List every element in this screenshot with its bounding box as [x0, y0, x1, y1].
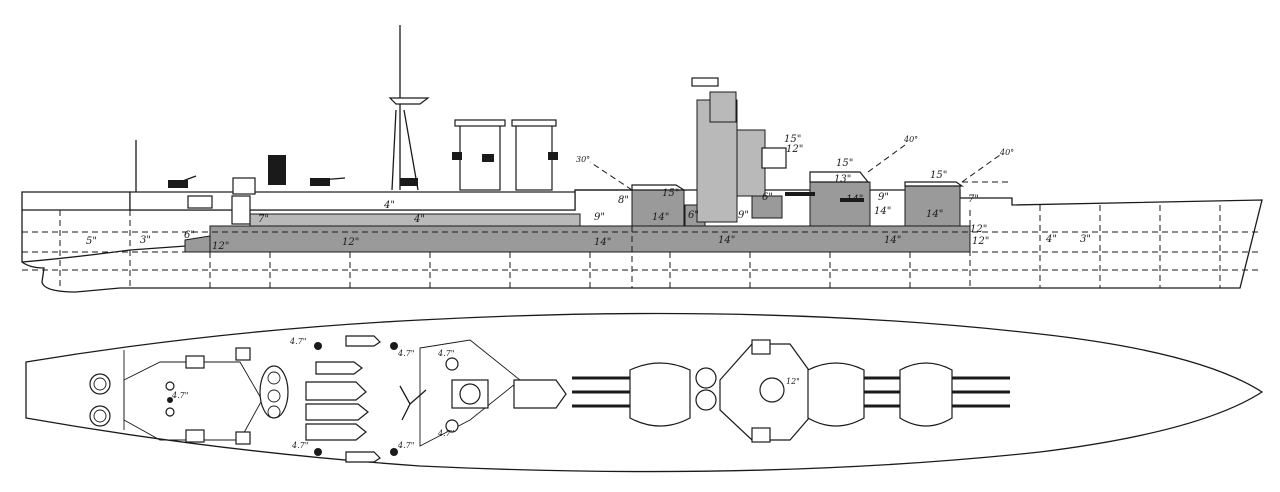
label-belt-aft-b: 3" — [1080, 234, 1091, 245]
label-tower-15: 15" — [784, 134, 801, 145]
label-fwd-9: 9" — [594, 212, 605, 223]
label-upper-7: 7" — [258, 214, 269, 225]
label-deck-upper: 4" — [383, 200, 395, 211]
label-belt-fwd-low: 5" — [86, 236, 97, 247]
label-barbette-b: 14" — [874, 206, 891, 217]
label-gun-b-port: 4.7" — [397, 441, 414, 450]
label-arc-fwd: 30° — [576, 155, 590, 164]
label-citadel-14-end: 14" — [884, 235, 901, 246]
deck-outline — [25, 312, 1264, 473]
label-ct-top: 12" — [786, 144, 803, 155]
label-bulkhead-12: 12" — [970, 224, 987, 235]
label-gun-a-port: 4.7" — [291, 441, 308, 450]
label-gun-c-port: 4.7" — [437, 429, 454, 438]
label-citadel-12: 12" — [342, 237, 359, 248]
label-belt-aft-a: 4" — [1045, 234, 1057, 245]
label-bridge: 12" — [786, 377, 800, 386]
label-belt-fwd-end: 12" — [212, 241, 229, 252]
label-barbette-a-front: 9" — [738, 210, 749, 221]
profile-view: 4" 4" 5" 3" 6" 12" 12" 7" 9" 8" 14" 14" … — [21, 25, 1263, 293]
label-barbette-y: 14" — [926, 209, 943, 220]
citadel-block-x — [809, 181, 871, 227]
superstructure-plan — [719, 339, 817, 443]
label-belt-fwd-mid: 3" — [140, 235, 151, 246]
plan-view: 4.7" 4.7" 4.7" 4.7" 4.7" 4.7" 4.7" 12" — [25, 312, 1264, 473]
label-ct-side: 6" — [762, 192, 773, 203]
label-gun-mid: 4.7" — [171, 391, 188, 400]
label-barbette-a-side: 6" — [688, 210, 699, 221]
label-barbette-a: 14" — [652, 212, 669, 223]
label-barbette-x: 14" — [846, 194, 863, 205]
main-belt-armor — [209, 225, 971, 253]
label-barbette-y-side: 7" — [968, 194, 979, 205]
turret-a-plan — [899, 362, 1010, 427]
frame-lines — [59, 205, 1221, 288]
label-barbette-b-top: 15" — [836, 158, 853, 169]
turret-y-profile — [904, 181, 964, 187]
label-citadel-14-aft: 14" — [718, 235, 735, 246]
arc-x — [867, 144, 906, 173]
hull-outline — [21, 189, 1263, 293]
arc-y — [961, 154, 1010, 183]
citadel-block-ct — [751, 195, 783, 219]
label-deck-main: 4" — [413, 214, 425, 225]
label-arc-y: 40° — [999, 148, 1014, 157]
label-barbette-x-side: 9" — [878, 192, 889, 203]
turret-y-plan — [572, 362, 691, 427]
arc-fwd — [575, 161, 633, 191]
label-barbette-y-top: 15" — [930, 170, 947, 181]
funnel-aft — [515, 121, 553, 191]
label-gun-b-stbd: 4.7" — [397, 349, 414, 358]
label-aft-12: 12" — [972, 236, 989, 247]
citadel-block-a — [631, 189, 685, 227]
label-belt-fwd-step: 6" — [184, 230, 195, 241]
label-barbette-x-top: 13" — [834, 174, 851, 185]
label-fwd-8: 8" — [618, 195, 629, 206]
label-gun-c-stbd: 4.7" — [437, 349, 454, 358]
turret-x-plan — [807, 362, 902, 427]
citadel-block-y — [904, 185, 961, 227]
turret-a-profile — [631, 184, 687, 191]
label-barbette-a-top: 15" — [662, 188, 679, 199]
turret-x-profile — [809, 171, 870, 183]
label-citadel-14-mid: 14" — [594, 237, 611, 248]
label-gun-a-stbd: 4.7" — [289, 337, 306, 346]
label-arc-x: 40° — [903, 135, 918, 144]
